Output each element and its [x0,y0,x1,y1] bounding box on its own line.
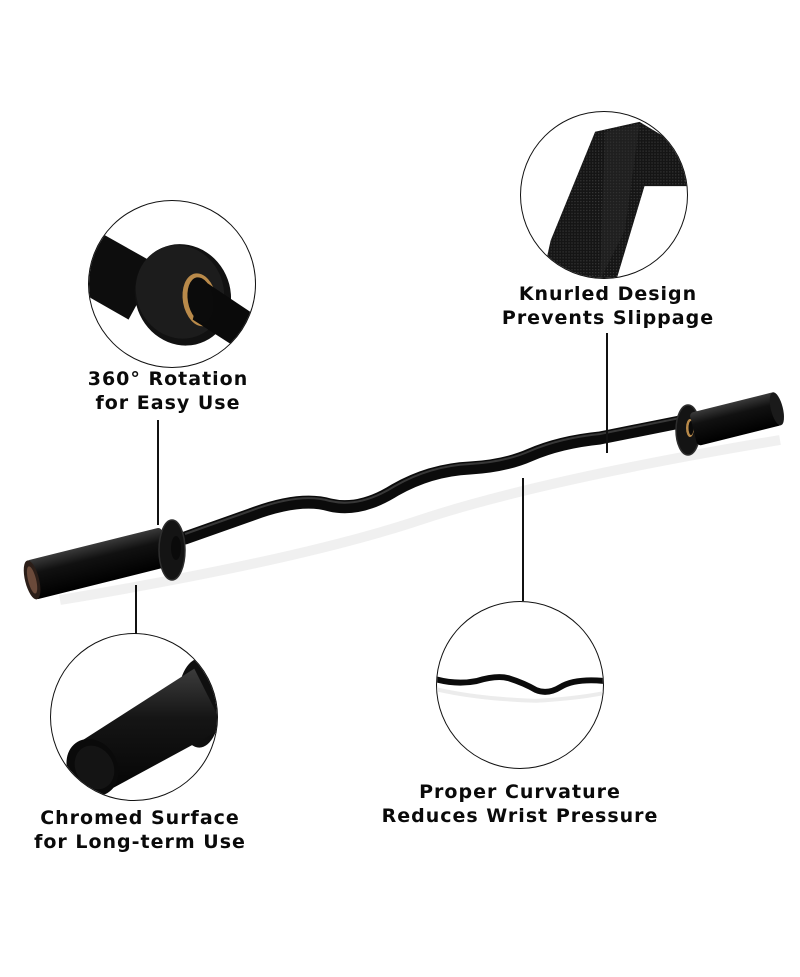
rotation-feature-label: 360° Rotation for Easy Use [68,367,268,415]
chromed-label-line2: for Long-term Use [34,831,246,853]
chromed-label-line1: Chromed Surface [40,807,240,829]
knurled-grip-icon [542,121,687,278]
curvature-label-line2: Reduces Wrist Pressure [381,805,659,827]
knurled-detail-circle [520,111,688,279]
knurled-label-line1: Knurled Design [518,283,698,305]
sleeve-end-icon [66,658,217,796]
chromed-feature-label: Chromed Surface for Long-term Use [22,806,258,854]
rotation-label-line2: for Easy Use [95,392,241,414]
leader-line-curvature [522,478,524,601]
sleeve-collar-bushing-icon [89,226,255,360]
leader-line-rotation [157,420,159,525]
rotation-detail-circle [88,200,256,368]
curvature-feature-label: Proper Curvature Reduces Wrist Pressure [360,780,680,828]
knurled-label-line2: Prevents Slippage [501,307,715,329]
knurled-feature-label: Knurled Design Prevents Slippage [498,282,718,330]
chromed-detail-circle [50,633,218,801]
leader-line-chromed [135,585,137,635]
curvature-label-line1: Proper Curvature [419,781,621,803]
curvature-detail-circle [436,601,604,769]
rotation-label-line1: 360° Rotation [87,368,249,390]
curved-bar-profile-icon [437,674,603,703]
leader-line-knurled [606,333,608,453]
